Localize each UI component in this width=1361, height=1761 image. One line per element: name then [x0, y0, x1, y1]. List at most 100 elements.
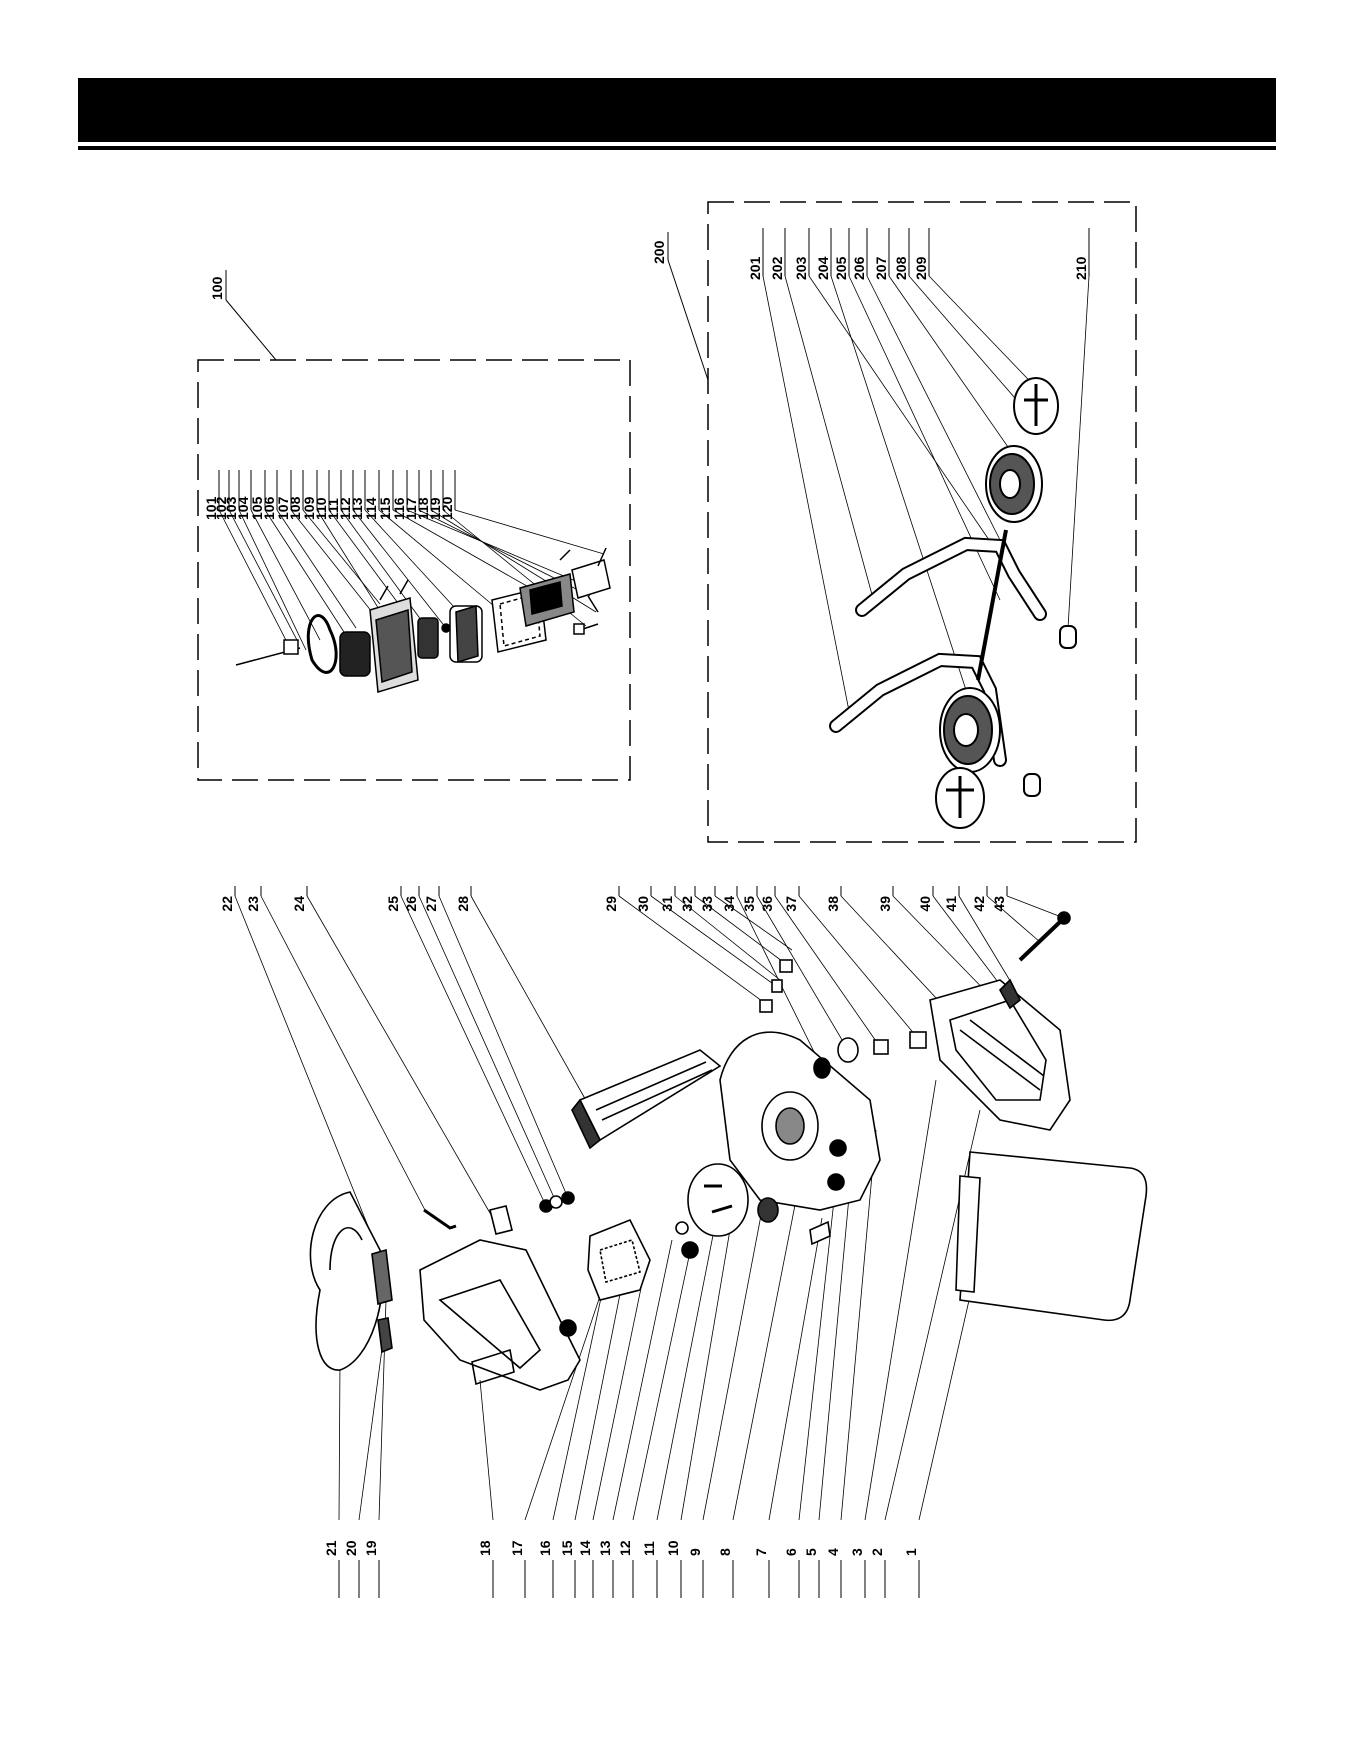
leader-line-18 [480, 1380, 493, 1520]
callout-label-39: 39 [877, 896, 893, 912]
main-assembly: 2223242526272829303132333435363738394041… [219, 886, 1146, 1598]
callout-label-6: 6 [783, 1548, 799, 1556]
callout-label-25: 25 [385, 896, 401, 912]
leader-line-203 [809, 276, 1000, 556]
leader-line-105 [265, 510, 344, 632]
leader-line-202 [785, 276, 874, 602]
callout-label-23: 23 [245, 896, 261, 912]
leader-line-107 [291, 510, 372, 612]
callout-label-33: 33 [699, 896, 715, 912]
callout-label-41: 41 [943, 896, 959, 912]
callout-label-21: 21 [323, 1540, 339, 1556]
callout-label-32: 32 [679, 896, 695, 912]
leader-line-106 [277, 510, 356, 628]
leader-line-21 [339, 1360, 340, 1520]
callout-label-27: 27 [423, 896, 439, 912]
callout-label-208: 208 [893, 256, 909, 280]
callout-label-204: 204 [815, 256, 831, 280]
callout-label-1: 1 [903, 1548, 919, 1556]
callout-label-4: 4 [825, 1548, 841, 1556]
callout-label-3: 3 [849, 1548, 865, 1556]
callout-label-210: 210 [1073, 256, 1089, 280]
callout-label-209: 209 [913, 256, 929, 280]
callout-label-12: 12 [617, 1540, 633, 1556]
callout-label-15: 15 [559, 1540, 575, 1556]
subassembly-200-leader [668, 260, 708, 380]
leader-line-43 [1007, 896, 1064, 918]
main-parts-drawing [310, 912, 1146, 1390]
subassembly-200-label: 200 [651, 240, 667, 264]
callout-label-37: 37 [783, 896, 799, 912]
subassembly-100: 100 101102103104105106107108109110111112… [198, 270, 630, 780]
callout-label-203: 203 [793, 256, 809, 280]
callout-label-120: 120 [439, 496, 455, 520]
leader-line-206 [867, 276, 1000, 540]
subassembly-100-label: 100 [209, 276, 225, 300]
leader-line-104 [251, 510, 320, 640]
callout-label-34: 34 [721, 896, 737, 912]
leader-line-11 [657, 1220, 716, 1520]
callout-label-8: 8 [717, 1548, 733, 1556]
leader-line-101 [219, 510, 290, 648]
callout-label-35: 35 [741, 896, 757, 912]
callout-label-38: 38 [825, 896, 841, 912]
callout-label-7: 7 [753, 1548, 769, 1556]
callout-label-14: 14 [577, 1540, 593, 1556]
callout-label-16: 16 [537, 1540, 553, 1556]
callout-label-31: 31 [659, 896, 675, 912]
callout-label-24: 24 [291, 896, 307, 912]
callout-label-18: 18 [477, 1540, 493, 1556]
callout-label-28: 28 [455, 896, 471, 912]
subassembly-200-frame [708, 202, 1136, 842]
leader-line-9 [703, 1210, 762, 1520]
callout-label-17: 17 [509, 1540, 525, 1556]
leader-line-1 [919, 1296, 970, 1520]
leader-line-102 [229, 510, 298, 642]
callout-label-205: 205 [833, 256, 849, 280]
callout-label-5: 5 [803, 1548, 819, 1556]
leader-line-201 [763, 276, 850, 716]
leader-line-27 [439, 896, 568, 1198]
callout-label-30: 30 [635, 896, 651, 912]
callout-label-11: 11 [641, 1541, 657, 1556]
leader-line-7 [769, 1218, 822, 1520]
leader-line-14 [593, 1264, 646, 1520]
motor-assembly-drawing [236, 548, 610, 692]
callout-label-36: 36 [759, 896, 775, 912]
leader-line-115 [393, 510, 548, 598]
leader-line-113 [365, 510, 466, 620]
callout-label-2: 2 [869, 1548, 885, 1556]
callout-label-19: 19 [363, 1540, 379, 1556]
leader-line-26 [419, 896, 556, 1202]
leader-line-15 [575, 1274, 624, 1520]
leader-line-25 [401, 896, 546, 1206]
callout-label-40: 40 [917, 896, 933, 912]
callout-label-29: 29 [603, 896, 619, 912]
callout-label-26: 26 [403, 896, 419, 912]
callout-label-22: 22 [219, 896, 235, 912]
callout-label-10: 10 [665, 1540, 681, 1556]
leader-line-210 [1068, 276, 1089, 628]
callout-label-201: 201 [747, 256, 763, 280]
callout-label-207: 207 [873, 256, 889, 280]
callout-label-13: 13 [597, 1540, 613, 1556]
leader-line-103 [239, 510, 306, 650]
leader-line-16 [553, 1284, 604, 1520]
leader-line-22 [235, 896, 380, 1256]
frame-wheels-drawing [836, 378, 1076, 828]
callout-label-43: 43 [991, 896, 1007, 912]
leader-line-108 [303, 510, 380, 604]
subassembly-100-frame [198, 360, 630, 780]
callout-label-202: 202 [769, 256, 785, 280]
callout-label-20: 20 [343, 1540, 359, 1556]
leader-line-8 [733, 1200, 796, 1520]
callout-label-206: 206 [851, 256, 867, 280]
callout-label-9: 9 [687, 1548, 703, 1556]
subassembly-100-leader [226, 300, 276, 360]
callout-label-42: 42 [971, 896, 987, 912]
leader-line-120 [455, 510, 604, 554]
leader-line-24 [307, 896, 494, 1220]
